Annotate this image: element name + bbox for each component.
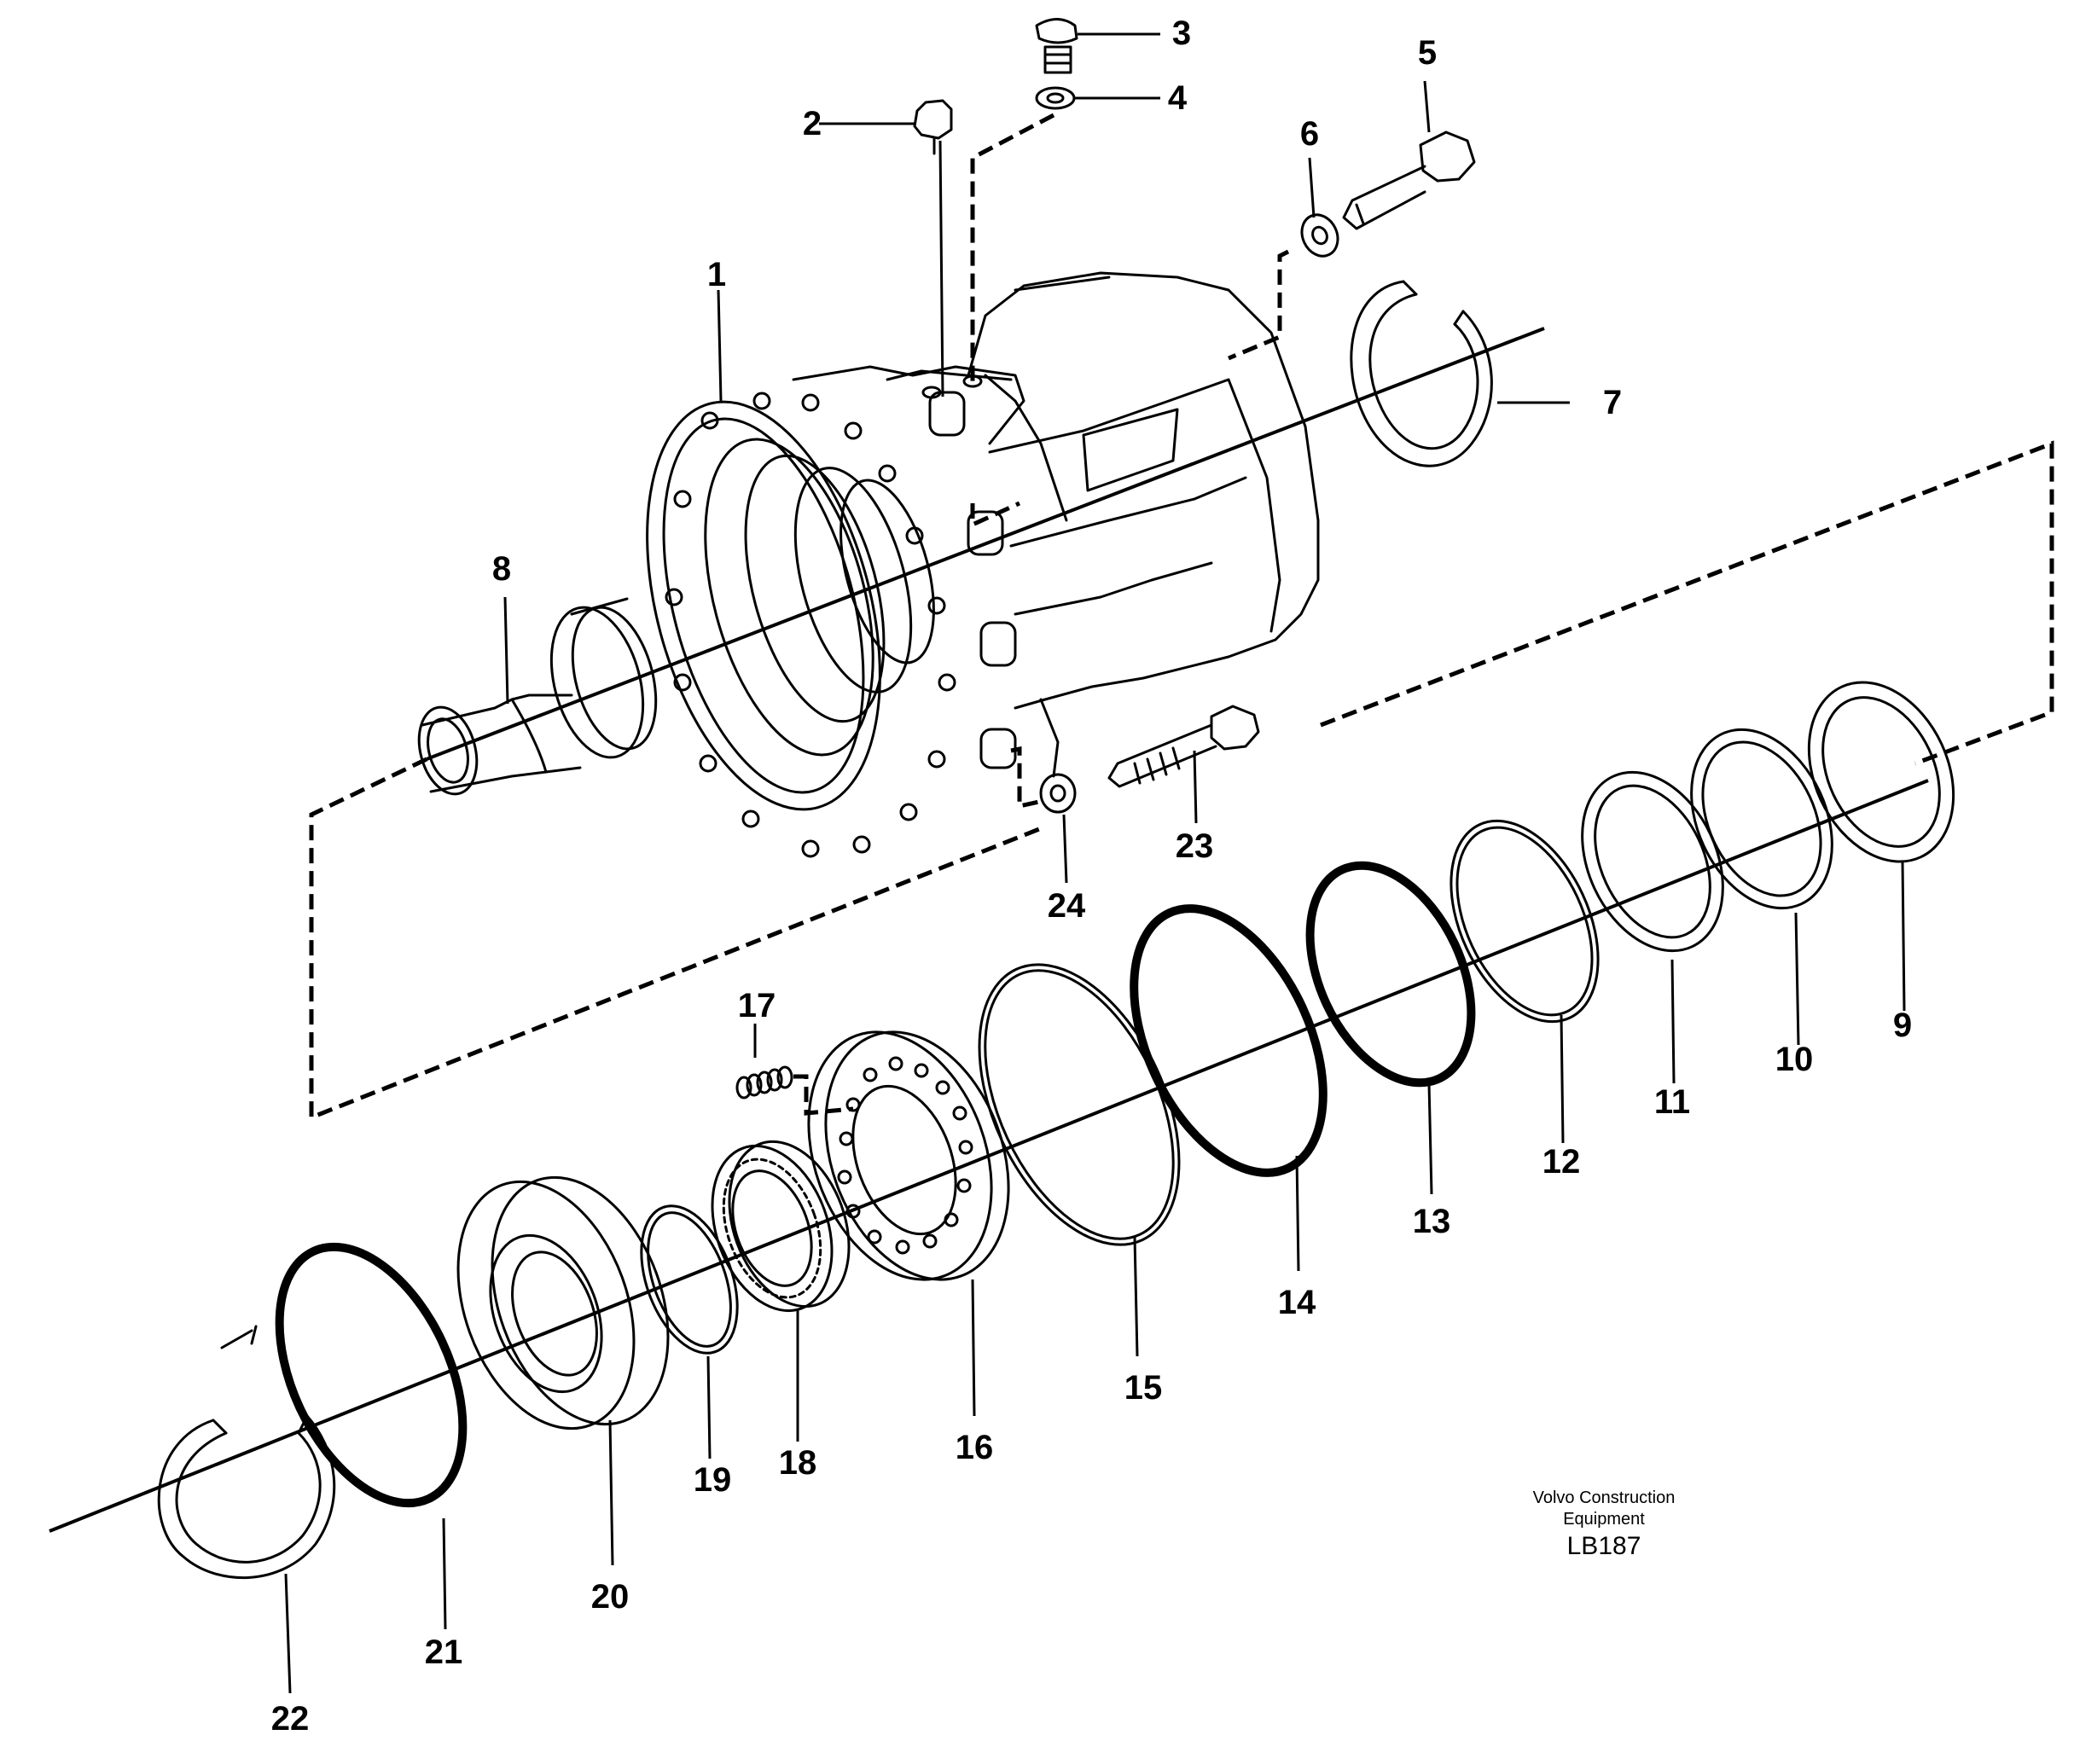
part-8-sleeve: [417, 597, 658, 796]
callout-24: 24: [1048, 887, 1086, 925]
callout-7: 7: [1603, 384, 1622, 421]
callout-17: 17: [738, 987, 776, 1024]
caption-line-1: Volvo Construction: [1533, 1488, 1676, 1507]
caption-code: LB187: [1567, 1532, 1641, 1560]
part-21-o-ring: [275, 1242, 468, 1508]
part-20-carrier: [456, 1175, 670, 1430]
callout-5: 5: [1418, 34, 1437, 72]
callout-labels: 1 2 3 4 5 6 7 8 9 10 11 12 13 14 15 16 1…: [271, 15, 1912, 1738]
callout-13: 13: [1413, 1203, 1451, 1240]
callout-10: 10: [1775, 1041, 1814, 1078]
part-13-o-ring: [1305, 861, 1476, 1088]
callout-18: 18: [779, 1444, 817, 1482]
part-4-washer: [1035, 86, 1076, 110]
part-19-snap-ring: [640, 1204, 739, 1355]
leader-lines: [284, 32, 1906, 1694]
publisher-caption: Volvo Construction Equipment LB187: [1533, 1488, 1676, 1560]
callout-19: 19: [694, 1461, 732, 1499]
part-17-spring: [735, 1065, 854, 1116]
part-15-snap-ring: [978, 963, 1181, 1246]
callout-22: 22: [271, 1700, 310, 1738]
callout-14: 14: [1278, 1284, 1316, 1321]
part-6-washer: [1300, 213, 1339, 258]
housing: [646, 271, 1320, 858]
callout-12: 12: [1542, 1143, 1581, 1181]
part-2-plug: [913, 99, 953, 397]
callout-23: 23: [1176, 827, 1214, 865]
part-23-bolt: [1107, 705, 1260, 788]
part-5-bolt: [1342, 131, 1476, 230]
part-9-washer: [1807, 681, 1955, 863]
callout-20: 20: [591, 1578, 630, 1616]
caption-line-2: Equipment: [1563, 1510, 1645, 1529]
upper-assembly-guides: [309, 113, 2054, 1121]
part-16-piston: [807, 1030, 1010, 1281]
callout-6: 6: [1300, 115, 1319, 153]
callout-9: 9: [1893, 1007, 1912, 1044]
callout-3: 3: [1172, 15, 1191, 52]
callout-8: 8: [492, 550, 511, 588]
part-10-washer: [1690, 728, 1833, 910]
part-18-bearing: [711, 1140, 851, 1313]
part-24-washer: [1039, 773, 1077, 814]
callout-1: 1: [707, 256, 726, 293]
callout-4: 4: [1168, 79, 1188, 117]
part-7-snap-ring: [1350, 280, 1493, 467]
callout-16: 16: [956, 1429, 994, 1466]
callout-2: 2: [803, 105, 822, 142]
part-12-snap-ring: [1449, 819, 1600, 1024]
callout-21: 21: [425, 1633, 463, 1671]
part-3-plug: [1035, 18, 1078, 74]
part-11-washer: [1581, 770, 1724, 953]
part-22-snap-ring: [157, 1325, 336, 1580]
part-14-o-ring: [1130, 904, 1327, 1177]
callout-15: 15: [1124, 1369, 1163, 1407]
housing-bolt-holes: [665, 392, 956, 858]
callout-11: 11: [1654, 1083, 1690, 1121]
